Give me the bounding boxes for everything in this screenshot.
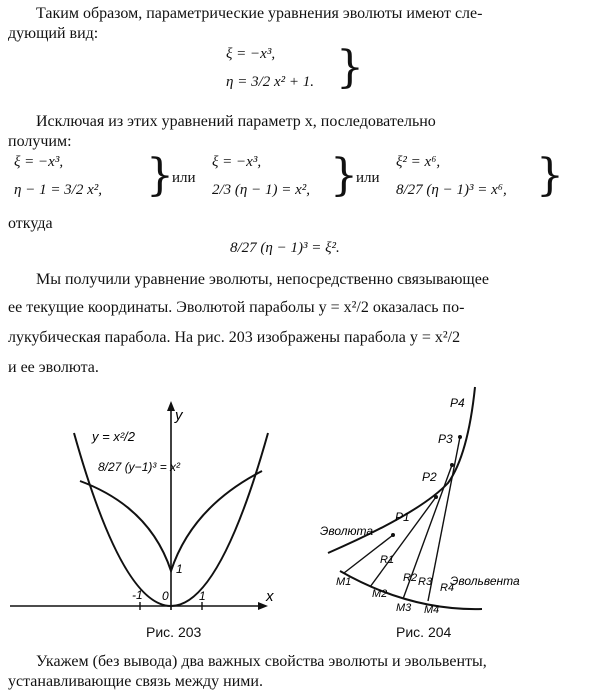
- fig204-label-r1: R1: [380, 554, 394, 566]
- system-b-brace: }: [330, 150, 358, 201]
- fig204-ray-4: [427, 436, 461, 602]
- system-a-line-2: η − 1 = 3/2 x²,: [14, 182, 103, 198]
- paragraph-3-line-1: Мы получили уравнение эволюты, непосредс…: [36, 271, 489, 288]
- fig204-evolute-curve: [327, 386, 476, 554]
- paragraph-1-line-2: дующий вид:: [8, 25, 99, 42]
- system-b-line-1: ξ = −x³,: [212, 154, 262, 170]
- fig204-label-r4: R4: [440, 582, 454, 594]
- fig203-evolute-label: 8/27 (y−1)³ = x²: [98, 460, 181, 474]
- fig203-evolute-curve: [79, 470, 263, 575]
- system-a-line-1: ξ = −x³,: [14, 154, 64, 170]
- paragraph-1-line-1: Таким образом, параметрические уравнения…: [36, 5, 483, 22]
- fig203-tick-neg1-label: -1: [132, 588, 143, 602]
- figure-203: y = x²/2 8/27 (y−1)³ = x² y x 1 -1 0 1: [10, 401, 274, 610]
- fig204-label-p3: P3: [438, 432, 453, 446]
- fig203-y-axis-label: y: [174, 407, 184, 424]
- system-a-brace: }: [146, 150, 174, 201]
- or-2: или: [356, 170, 380, 186]
- fig203-x-arrow: [258, 602, 268, 610]
- paragraph-2-line-2: получим:: [8, 133, 72, 150]
- system-c-brace: }: [536, 150, 564, 201]
- fig204-involute-label: Эвольвента: [450, 574, 520, 588]
- fig204-point-p4: [458, 435, 462, 439]
- fig204-label-p1: P1: [395, 510, 410, 524]
- or-1: или: [172, 170, 196, 186]
- fig203-y-arrow: [167, 401, 175, 411]
- paragraph-2-line-1: Исключая из этих уравнений параметр x, п…: [36, 113, 436, 130]
- fig204-point-p1: [391, 533, 395, 537]
- fig204-point-p3: [450, 463, 454, 467]
- fig204-label-m4: M4: [424, 604, 439, 616]
- paragraph-3-line-3: лукубическая парабола. На рис. 203 изобр…: [8, 329, 461, 346]
- paragraph-3-line-2: ее текущие координаты. Эволютой параболы…: [8, 299, 465, 316]
- paragraph-4-line-2: устанавливающие связь между ними.: [8, 673, 263, 690]
- fig204-point-p2: [434, 495, 438, 499]
- system-c-line-1: ξ² = x⁶,: [396, 154, 441, 170]
- fig204-ray-2: [369, 496, 437, 588]
- system-1-brace: }: [336, 42, 364, 93]
- paragraph-4-line-1: Укажем (без вывода) два важных свойства …: [36, 653, 487, 670]
- fig203-parabola-label: y = x²/2: [91, 429, 136, 444]
- fig204-label-r2: R2: [403, 572, 417, 584]
- fig203-x-axis-label: x: [265, 588, 274, 605]
- whence-label: откуда: [8, 215, 53, 232]
- fig203-caption: Рис. 203: [146, 624, 202, 640]
- fig204-label-m1: M1: [336, 576, 351, 588]
- fig204-label-m3: M3: [396, 602, 412, 614]
- system-b-line-2: 2/3 (η − 1) = x²,: [212, 182, 310, 198]
- figure-204: P4 P3 P2 P1 Эволюта Эвольвента R1 R2 R3 …: [320, 386, 520, 616]
- fig204-ray-1: [343, 534, 394, 574]
- fig203-parabola-curve: [73, 432, 269, 607]
- system-1-line-2: η = 3/2 x² + 1.: [226, 74, 315, 90]
- system-1-line-1: ξ = −x³,: [226, 46, 276, 62]
- fig203-y-tick-1: 1: [176, 562, 183, 576]
- fig204-label-r3: R3: [418, 576, 433, 588]
- fig204-label-p2: P2: [422, 470, 437, 484]
- paragraph-3-line-4: и ее эволюта.: [8, 359, 99, 376]
- fig203-origin-label: 0: [162, 589, 169, 603]
- final-equation: 8/27 (η − 1)³ = ξ².: [230, 240, 340, 256]
- fig204-label-m2: M2: [372, 588, 387, 600]
- system-c-line-2: 8/27 (η − 1)³ = x⁶,: [396, 182, 507, 198]
- fig204-label-p4: P4: [450, 396, 465, 410]
- fig204-ray-3: [402, 464, 453, 600]
- fig204-involute-curve: [339, 570, 483, 611]
- fig204-evolute-label: Эволюта: [320, 524, 373, 538]
- fig204-caption: Рис. 204: [396, 624, 452, 640]
- fig203-tick-1-label: 1: [199, 589, 206, 603]
